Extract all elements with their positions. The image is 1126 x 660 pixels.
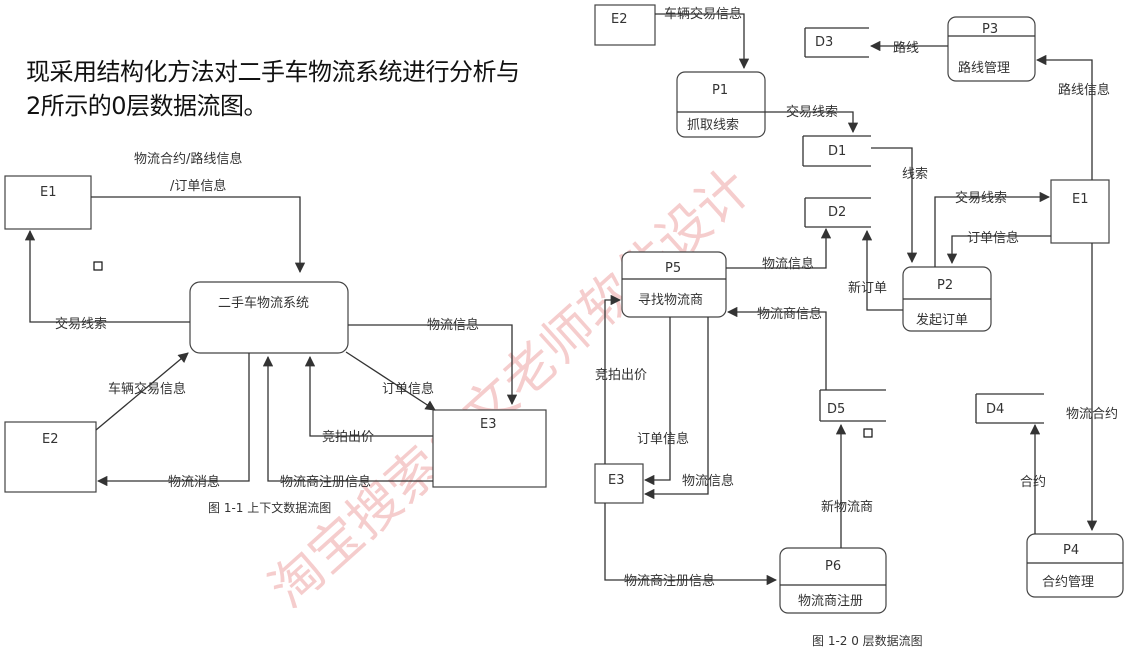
intro-text-line-2: 2所示的0层数据流图。 xyxy=(26,92,268,120)
intro-text-line-1: 现采用结构化方法对二手车物流系统进行分析与 xyxy=(26,58,520,86)
l0-flow-label-order-info-e1: 订单信息 xyxy=(967,230,1019,246)
l0-store-d1-label: D1 xyxy=(828,144,846,159)
l0-store-d2-shape xyxy=(804,197,871,228)
l0-process-p1-box xyxy=(676,71,766,138)
l0-flow-label-bid: 竞拍出价 xyxy=(595,367,647,383)
l0-store-d1-shape xyxy=(802,135,871,167)
flow-label-trade-leads: 交易线索 xyxy=(55,316,107,332)
l0-process-p6-id: P6 xyxy=(825,559,841,574)
l0-flow-label-provider-info: 物流商信息 xyxy=(757,306,822,322)
l0-flow-label-contract-d4: 合约 xyxy=(1020,475,1046,490)
l0-process-p5-name: 寻找物流商 xyxy=(638,293,703,308)
l0-flow-label-contract: 物流合约 xyxy=(1066,407,1118,422)
l0-flow-e1-to-p2 xyxy=(946,235,1051,265)
l0-process-p2-name: 发起订单 xyxy=(916,312,968,328)
l0-flow-p2-to-e1 xyxy=(934,191,1051,267)
l0-flow-e2-to-p1 xyxy=(655,13,750,70)
l0-process-p5-id: P5 xyxy=(665,261,681,276)
system-box xyxy=(189,281,349,354)
l0-flow-p5-to-d2 xyxy=(726,227,832,269)
entity-e3-label: E3 xyxy=(480,417,497,432)
l0-process-p1-name: 抓取线索 xyxy=(687,118,739,133)
figure2-caption: 图 1-2 0 层数据流图 xyxy=(812,633,923,648)
l0-process-p2-id: P2 xyxy=(937,278,953,293)
l0-entity-e2-label: E2 xyxy=(611,12,628,27)
entity-e3-box xyxy=(432,409,547,488)
l0-process-p4-name: 合约管理 xyxy=(1042,575,1094,590)
l0-entity-e2-box xyxy=(594,4,656,46)
entity-e2-box xyxy=(4,421,97,493)
context-diagram: E1 E2 E3 二手车物流系统 物流合约/路线信息 /订单信息 交易线索 车辆… xyxy=(4,151,547,515)
l0-store-d4-shape xyxy=(975,393,1044,424)
flow-e1-to-system xyxy=(91,196,306,274)
l0-flow-p1-to-d1 xyxy=(765,111,859,134)
l0-flow-label-route-info: 路线信息 xyxy=(1058,82,1110,98)
small-square-marker xyxy=(93,261,103,271)
flow-system-to-e2 xyxy=(96,353,250,487)
flow-system-to-e3-order xyxy=(345,351,436,411)
l0-flow-p5-to-e3-order xyxy=(643,317,671,486)
flow-system-to-e3-logistics xyxy=(348,324,518,406)
l0-store-d3-shape xyxy=(804,27,869,58)
system-label: 二手车物流系统 xyxy=(218,295,309,311)
l0-process-p6-box xyxy=(779,547,887,614)
l0-process-p1-id: P1 xyxy=(712,83,728,98)
l0-flow-label-registration-info: 物流商注册信息 xyxy=(624,573,715,589)
l0-flow-label-order-info-e3: 订单信息 xyxy=(637,431,689,447)
l0-process-p4-box xyxy=(1026,533,1124,598)
l0-flow-label-leads: 线索 xyxy=(902,167,928,182)
l0-entity-e3-box xyxy=(594,463,644,504)
flow-label-registration-info: 物流商注册信息 xyxy=(280,474,371,490)
l0-process-p5-box xyxy=(621,251,727,318)
entity-e2-label: E2 xyxy=(42,432,59,447)
l0-flow-label-trade-leads-e1: 交易线索 xyxy=(955,190,1007,206)
l0-flow-e3-to-p6 xyxy=(604,503,778,586)
flow-e3-bid-to-system xyxy=(304,355,433,437)
flow-system-to-e1 xyxy=(24,229,190,323)
l0-flow-p2-to-d2 xyxy=(861,229,903,311)
l0-flow-e3-to-p5-bid xyxy=(604,294,622,464)
l0-flow-label-new-provider: 新物流商 xyxy=(821,499,873,515)
l0-flow-label-route: 路线 xyxy=(893,40,919,56)
flow-e2-to-system xyxy=(95,352,189,431)
l0-store-d4-label: D4 xyxy=(986,402,1004,417)
l0-store-d5-label: D5 xyxy=(827,402,845,417)
flow-label-vehicle-trade-info: 车辆交易信息 xyxy=(108,381,186,397)
flow-label-to-e1-line1: 物流合约/路线信息 xyxy=(134,151,242,167)
l0-entity-e3-label: E3 xyxy=(608,473,625,488)
l0-process-p4-id: P4 xyxy=(1063,543,1079,558)
l0-flow-label-new-order: 新订单 xyxy=(848,280,887,296)
l0-store-d3-label: D3 xyxy=(815,35,833,50)
l0-entity-e1-box xyxy=(1050,179,1110,244)
svg-text:淘宝搜索：文老师软件设计: 淘宝搜索：文老师软件设计 xyxy=(259,158,763,620)
flow-label-logistics-msg: 物流消息 xyxy=(168,474,220,490)
l0-store-d5-shape xyxy=(819,389,886,422)
level0-diagram: E2 车辆交易信息 D3 P3 路线管理 路线 P1 抓取线索 D1 交易线索 … xyxy=(594,4,1124,648)
l0-process-p6-name: 物流商注册 xyxy=(798,594,863,609)
l0-store-d2-label: D2 xyxy=(828,205,846,220)
flow-label-to-e1-line2: /订单信息 xyxy=(170,178,226,194)
l0-small-square-marker xyxy=(863,428,873,438)
l0-process-p3-name: 路线管理 xyxy=(958,60,1010,76)
l0-flow-label-logistics-info-d2: 物流信息 xyxy=(762,256,814,272)
l0-flow-p5-to-e3-logistics xyxy=(643,317,709,500)
flow-label-bid: 竞拍出价 xyxy=(322,429,374,445)
l0-process-p3-id: P3 xyxy=(982,22,998,37)
l0-flow-label-vehicle-trade-info: 车辆交易信息 xyxy=(664,6,742,22)
l0-entity-e1-label: E1 xyxy=(1072,192,1089,207)
watermark: 淘宝搜索：文老师软件设计 xyxy=(259,158,763,620)
l0-flow-d1-to-p2 xyxy=(871,147,918,264)
flow-label-logistics-info: 物流信息 xyxy=(427,317,479,333)
l0-flow-d5-to-p5 xyxy=(726,306,827,390)
l0-flow-e1-to-p3 xyxy=(1035,54,1093,180)
l0-flow-label-logistics-info-e3: 物流信息 xyxy=(682,473,734,489)
l0-process-p3-box xyxy=(947,16,1036,82)
entity-e1-box xyxy=(4,175,92,230)
entity-e1-label: E1 xyxy=(40,185,57,200)
figure1-caption: 图 1-1 上下文数据流图 xyxy=(208,500,331,515)
flow-e3-registration-to-system xyxy=(262,355,433,482)
l0-flow-label-trade-leads-p1: 交易线索 xyxy=(786,104,838,120)
flow-label-order-info: 订单信息 xyxy=(382,381,434,397)
